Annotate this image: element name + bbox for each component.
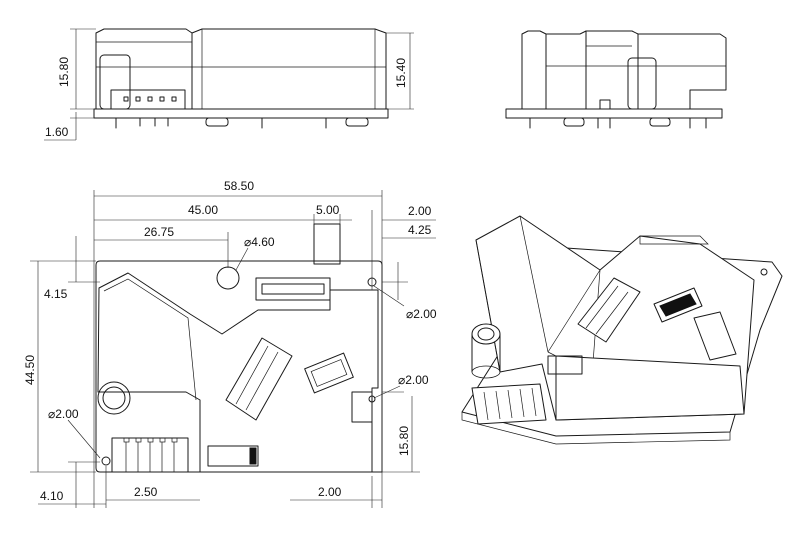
side-view: 15.80 1.60 15.40 — [44, 28, 414, 141]
dim-right-hole-height: 15.80 — [397, 426, 411, 456]
side-view-pcb — [93, 108, 389, 119]
dim-board-height: 44.50 — [23, 355, 37, 385]
front-view-block-d — [637, 33, 727, 110]
iso-front-slot — [547, 355, 583, 375]
side-view-housing-right — [191, 28, 387, 110]
top-view-header-pins — [123, 437, 178, 472]
front-view-block-b — [545, 30, 587, 110]
dim-overall-width: 58.50 — [224, 179, 254, 193]
dim-fan-offset: 26.75 — [144, 225, 174, 239]
dim-mount-hole-top: ⌀2.00 — [406, 307, 437, 321]
dim-bottom-offset: 4.10 — [40, 489, 64, 503]
iso-sensor — [577, 277, 641, 343]
top-view-sensor — [225, 337, 293, 421]
top-view-round-component — [97, 381, 131, 415]
dim-front-height: 15.40 — [394, 58, 408, 88]
front-view-block-a — [521, 30, 547, 110]
dim-side-height: 15.80 — [57, 57, 71, 87]
top-view-connector-notch — [313, 223, 341, 265]
top-view-fan-hole — [216, 266, 240, 290]
top-view-right-slot — [351, 391, 373, 423]
top-view-board — [95, 260, 383, 473]
dim-left-pitch: 2.50 — [134, 485, 158, 499]
dim-width-45: 45.00 — [188, 203, 218, 217]
isometric-view — [461, 215, 783, 445]
iso-front-face — [555, 355, 745, 421]
top-view-detector — [304, 352, 354, 394]
front-view-fan — [627, 57, 657, 110]
iso-header-pins — [483, 387, 537, 421]
front-view-tab — [599, 99, 611, 110]
iso-fan — [471, 323, 501, 345]
iso-right-clip — [693, 311, 737, 361]
dim-mount-hole-left: ⌀2.00 — [48, 407, 79, 421]
top-view: 58.50 45.00 5.00 2.00 4.25 26.75 ⌀4.60 4… — [23, 179, 437, 508]
dim-bottom-right: 2.00 — [318, 485, 342, 499]
dim-pcb-thickness: 1.60 — [45, 125, 69, 139]
top-view-chip — [207, 445, 259, 467]
dim-right-margin: 2.00 — [408, 204, 432, 218]
side-view-connector-pins — [123, 96, 177, 102]
iso-pin-header — [471, 383, 547, 425]
side-view-legs — [115, 117, 369, 129]
top-view-housing — [97, 272, 379, 473]
front-view-legs — [529, 117, 707, 129]
dim-connector-offset: 5.00 — [316, 203, 340, 217]
dim-top-offset: 4.15 — [44, 287, 68, 301]
dim-fan-hole: ⌀4.60 — [244, 235, 275, 249]
dim-mount-hole-right: ⌀2.00 — [398, 373, 429, 387]
front-view-block-c — [585, 30, 639, 110]
front-view-pcb — [505, 108, 723, 119]
top-view-mount-hole-right — [368, 395, 376, 403]
side-view-housing-left — [95, 28, 193, 110]
top-view-mount-hole-left — [101, 456, 111, 466]
side-view-connector — [110, 89, 186, 110]
dim-hole-offset-x: 4.25 — [408, 223, 432, 237]
front-view — [505, 30, 727, 129]
top-view-upper-connector — [255, 277, 331, 301]
